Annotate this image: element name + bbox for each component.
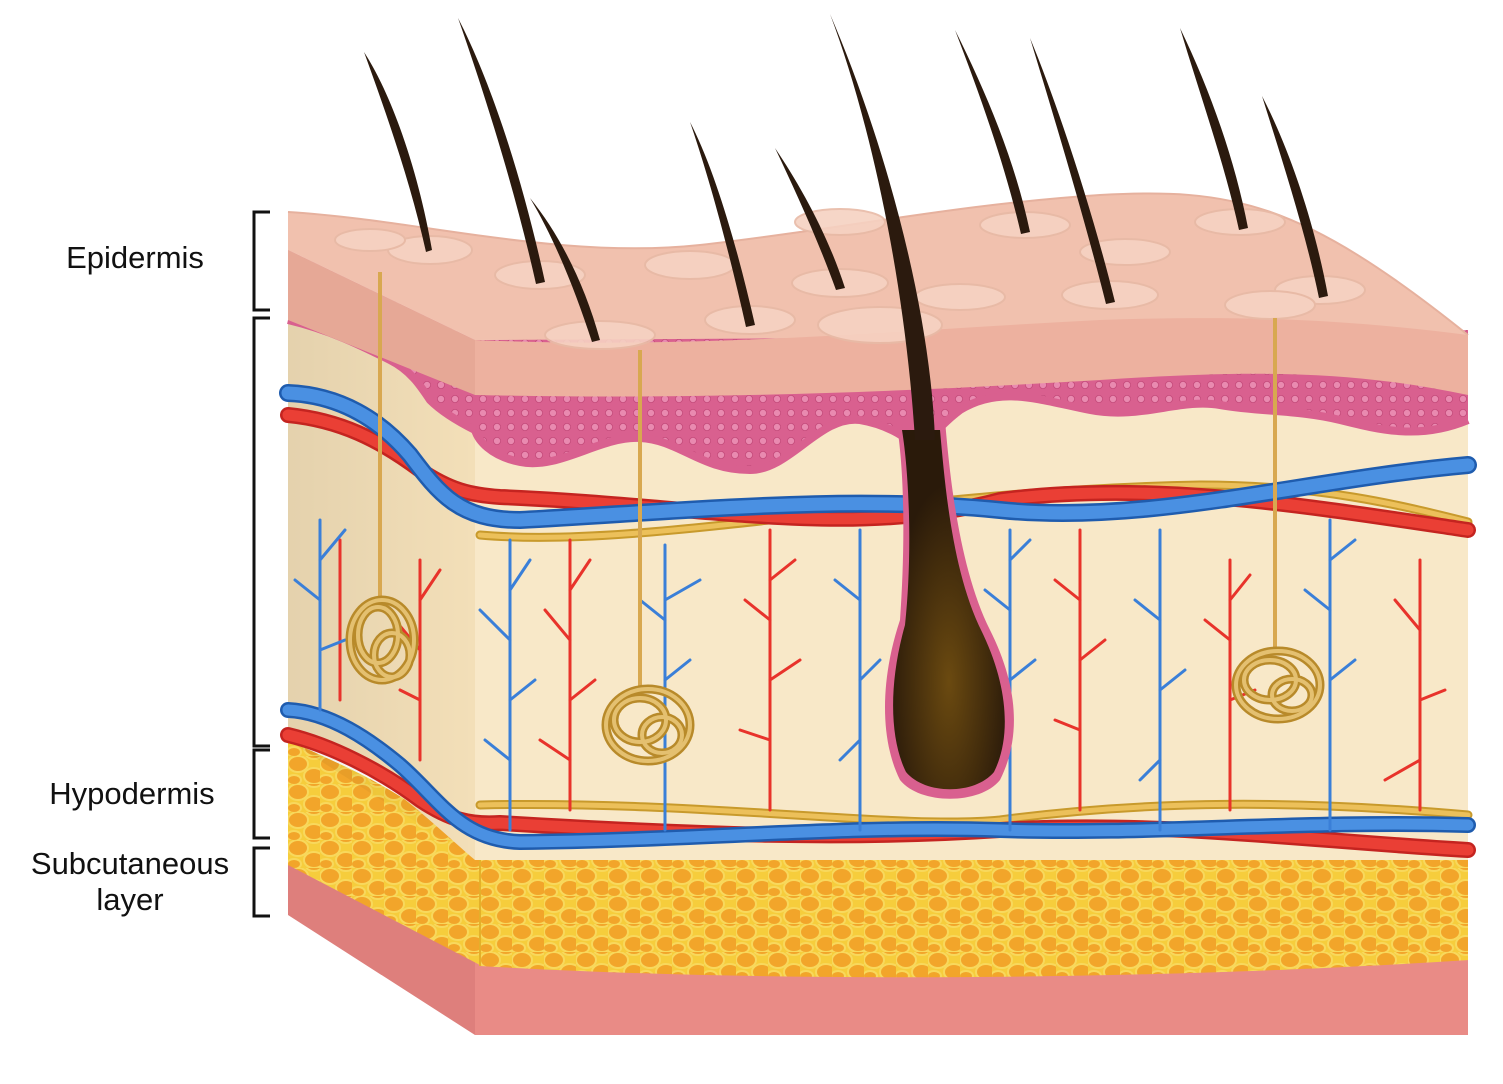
epidermis-bracket <box>252 210 270 312</box>
capillaries-artery <box>338 528 1447 812</box>
fat-layer <box>288 740 1468 978</box>
subcutaneous-label-line2: layer <box>96 882 164 917</box>
skin-pore-icon <box>334 208 1366 350</box>
hypodermis-bracket <box>252 748 270 840</box>
subcutaneous-bracket <box>252 846 270 918</box>
hypodermis-label: Hypodermis <box>49 776 215 811</box>
horizontal-vessels <box>279 384 1477 858</box>
layer-brackets <box>252 210 270 918</box>
sweat-gland-icon <box>345 272 1325 766</box>
hair-strand-icon <box>364 14 1328 440</box>
subcutaneous-label-line1: Subcutaneous <box>30 846 230 881</box>
subcutaneous-layer-label: Subcutaneous layer <box>10 846 250 918</box>
hair-follicle-icon <box>885 420 1014 799</box>
dermis-bracket <box>252 316 270 748</box>
epidermis-label: Epidermis <box>66 240 204 275</box>
epidermis-surface <box>287 192 1469 397</box>
